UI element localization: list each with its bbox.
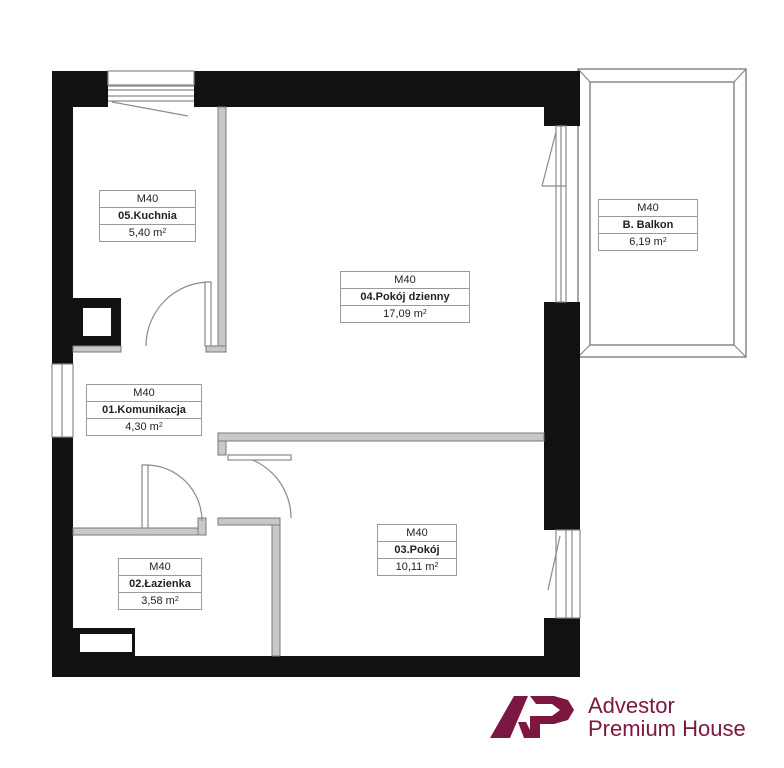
room-label-hallway: M40 01.Komunikacja 4,30 m2	[86, 384, 202, 436]
room-label-balcony: M40 B. Balkon 6,19 m2	[598, 199, 698, 251]
room-name: B. Balkon	[599, 217, 697, 234]
room-label-kitchen: M40 05.Kuchnia 5,40 m2	[99, 190, 196, 242]
windows	[51, 70, 581, 619]
room-area: 3,58 m2	[141, 595, 179, 607]
room-name: 01.Komunikacja	[87, 402, 201, 419]
brand-name-line1: Advestor	[588, 693, 675, 718]
room-label-living-room: M40 04.Pokój dzienny 17,09 m2	[340, 271, 470, 323]
room-label-bedroom: M40 03.Pokój 10,11 m2	[377, 524, 457, 576]
room-name: 05.Kuchnia	[100, 208, 195, 225]
outer-walls	[52, 71, 580, 677]
room-code: M40	[119, 559, 201, 576]
room-code: M40	[341, 272, 469, 289]
room-name: 04.Pokój dzienny	[341, 289, 469, 306]
room-code: M40	[378, 525, 456, 542]
brand-name-line2: Premium House	[588, 716, 746, 741]
room-code: M40	[599, 200, 697, 217]
room-area: 17,09 m2	[383, 308, 427, 320]
room-area: 6,19 m2	[629, 236, 667, 248]
door-swings	[141, 281, 292, 529]
room-area: 4,30 m2	[125, 421, 163, 433]
room-area: 10,11 m2	[395, 561, 439, 573]
ap-monogram-icon	[490, 696, 574, 738]
partitions	[72, 106, 545, 657]
room-name: 02.Łazienka	[119, 576, 201, 593]
room-area: 5,40 m2	[128, 227, 167, 239]
room-code: M40	[100, 191, 195, 208]
room-label-bathroom: M40 02.Łazienka 3,58 m2	[118, 558, 202, 610]
room-name: 03.Pokój	[378, 542, 456, 559]
company-logo: Advestor Premium House	[488, 692, 778, 744]
room-code: M40	[87, 385, 201, 402]
